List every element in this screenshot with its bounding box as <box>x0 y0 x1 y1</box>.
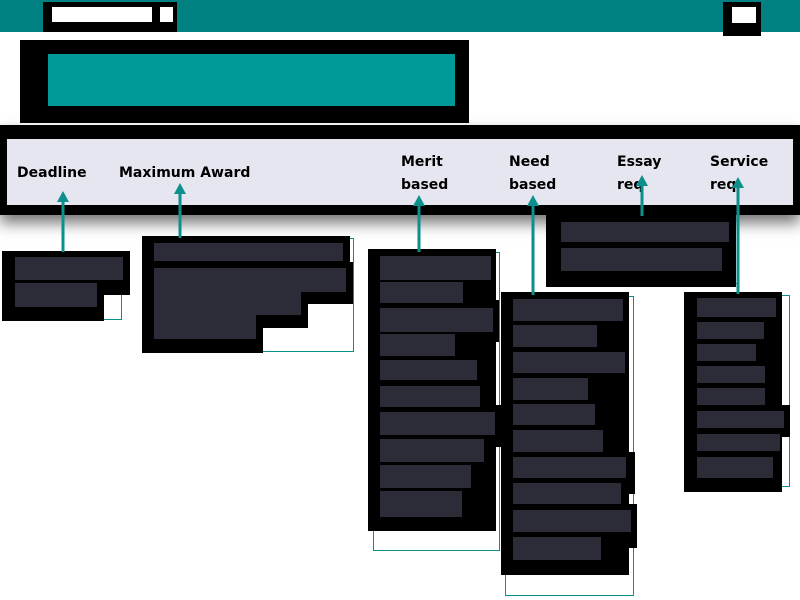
need-item <box>513 404 595 425</box>
title-bar <box>48 54 455 106</box>
deadline-item <box>15 283 97 307</box>
table-header: Deadline Maximum Award Merit based Need … <box>7 139 793 205</box>
merit-item <box>380 308 493 332</box>
service-item <box>697 322 764 339</box>
merit-item <box>380 282 463 303</box>
deadline-item <box>15 257 123 280</box>
header-deadline: Deadline <box>17 165 87 181</box>
logo-field <box>52 7 152 22</box>
award-item <box>154 243 343 261</box>
merit-item <box>380 386 480 407</box>
merit-item <box>380 256 491 280</box>
need-item <box>513 352 625 373</box>
need-item <box>513 430 603 452</box>
merit-item <box>380 491 462 517</box>
award-item <box>154 268 346 292</box>
merit-item <box>380 412 495 435</box>
service-item <box>697 298 776 317</box>
service-item <box>697 411 784 428</box>
essay-item <box>561 248 722 271</box>
need-item <box>513 510 631 532</box>
header-need: Need based <box>509 154 557 193</box>
essay-item <box>561 222 729 242</box>
award-item <box>154 291 301 315</box>
need-item <box>513 299 623 321</box>
service-item <box>697 344 756 361</box>
service-item <box>697 388 765 405</box>
header-service: Service req <box>710 154 769 193</box>
need-item <box>513 537 601 560</box>
merit-item <box>380 360 477 380</box>
need-item <box>513 325 597 347</box>
header-merit: Merit based <box>401 154 449 193</box>
service-item <box>697 366 765 383</box>
merit-item <box>380 439 484 462</box>
logo-marker <box>160 7 173 22</box>
merit-item <box>380 334 455 356</box>
header-essay: Essay req <box>617 154 662 193</box>
header-max-award: Maximum Award <box>119 165 251 181</box>
menu-icon <box>732 7 756 23</box>
merit-item <box>380 465 471 488</box>
service-item <box>697 457 773 478</box>
need-item <box>513 457 626 478</box>
need-item <box>513 378 588 400</box>
service-item <box>697 434 780 451</box>
need-item <box>513 483 621 504</box>
award-item <box>154 315 256 339</box>
